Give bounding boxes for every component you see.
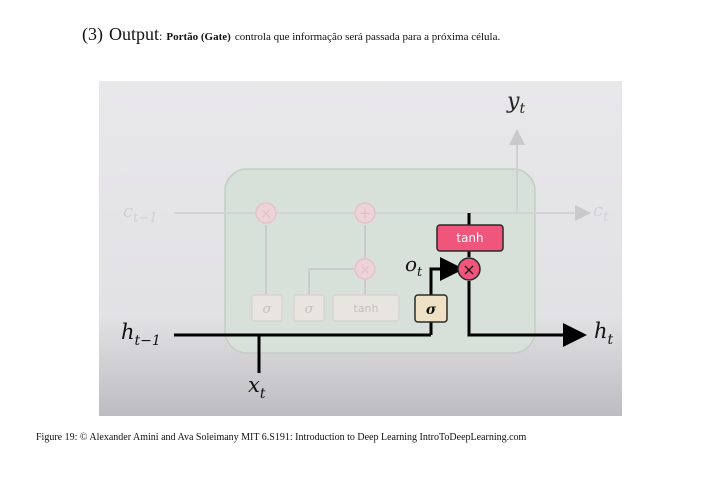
label-h-t-minus-1: ht−1 — [121, 320, 161, 349]
heading-number: (3) — [82, 24, 103, 44]
forget-sigma-box — [251, 294, 283, 322]
candidate-tanh-label: tanh — [354, 302, 379, 315]
lstm-cell-box — [224, 168, 536, 354]
input-multiply-op — [354, 258, 376, 280]
faint-internal-paths — [265, 225, 366, 295]
output-tanh-label: tanh — [456, 231, 483, 245]
input-sigma-box — [293, 294, 325, 322]
gate-term: Portão (Gate) — [166, 31, 231, 43]
forget-sigma-label: σ — [263, 302, 273, 317]
label-x-t: xt — [248, 373, 266, 402]
label-h-t: ht — [594, 319, 614, 348]
label-y-t: yt — [506, 89, 525, 117]
figure-caption: Figure 19: © Alexander Amini and Ava Sol… — [36, 432, 527, 443]
lstm-output-gate-diagram: × + × σ σ tanh σ tanh × yt ct−1 ct ht−1 … — [99, 81, 622, 416]
candidate-tanh-box — [332, 294, 400, 322]
label-c-t: ct — [593, 200, 609, 225]
forget-multiply-symbol: × — [260, 206, 272, 222]
section-heading: (3) Output : Portão (Gate) controla que … — [82, 24, 500, 45]
cell-add-symbol: + — [359, 204, 372, 222]
output-sigma-box — [414, 294, 448, 323]
label-o-t: ot — [405, 252, 423, 280]
label-c-t-minus-1: ct−1 — [123, 201, 157, 226]
forget-multiply-op — [255, 202, 277, 224]
heading-title: Output — [109, 24, 160, 44]
output-sigma-label: σ — [426, 302, 437, 318]
heading-description: controla que informação será passada par… — [234, 31, 501, 43]
heading-colon: : — [159, 29, 163, 43]
input-multiply-symbol: × — [359, 262, 371, 278]
output-multiply-symbol: × — [462, 260, 475, 279]
input-sigma-label: σ — [305, 302, 315, 317]
output-tanh-box — [436, 224, 504, 252]
output-multiply-op — [457, 257, 481, 281]
cell-add-op — [354, 202, 376, 224]
